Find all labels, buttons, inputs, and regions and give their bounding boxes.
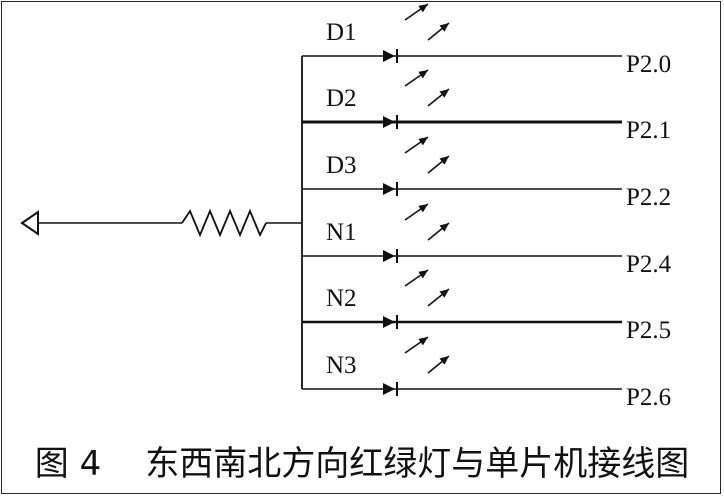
diode-d1-icon	[383, 50, 395, 62]
diode-n2-icon	[383, 316, 395, 328]
resistor-icon	[181, 208, 267, 238]
pin-label-d2: P2.1	[626, 117, 671, 144]
pin-label-n2: P2.5	[626, 317, 671, 344]
pin-label-n1: P2.4	[626, 251, 672, 278]
light-arrow-lower-d3-head	[439, 156, 449, 165]
light-arrow-lower-d1-head	[439, 23, 449, 32]
pin-label-n3: P2.6	[626, 384, 671, 411]
pin-label-d1: P2.0	[626, 51, 671, 78]
light-arrow-upper-n3-head	[418, 337, 428, 346]
light-arrow-upper-n1-head	[418, 204, 428, 213]
diode-n1-icon	[383, 250, 395, 262]
diode-d2-icon	[383, 116, 395, 128]
diode-d3-icon	[383, 183, 395, 195]
light-arrow-upper-d3-head	[418, 137, 428, 146]
ground-symbol-icon	[20, 210, 39, 236]
light-arrow-lower-n3-head	[439, 356, 449, 365]
figure-caption: 图 4 东西南北方向红绿灯与单片机接线图	[0, 432, 724, 488]
light-arrow-lower-n1-head	[439, 223, 449, 232]
caption-title: 东西南北方向红绿灯与单片机接线图	[145, 443, 690, 484]
light-arrow-upper-d2-head	[418, 70, 428, 79]
led-label-d3: D3	[326, 152, 357, 179]
pin-label-d3: P2.2	[626, 184, 671, 211]
light-arrow-upper-n2-head	[418, 270, 428, 279]
diode-n3-icon	[383, 383, 395, 395]
light-arrow-lower-n2-head	[439, 289, 449, 298]
light-arrow-upper-d1-head	[418, 4, 428, 13]
led-label-n1: N1	[326, 219, 357, 246]
led-label-n3: N3	[326, 352, 357, 379]
led-label-n2: N2	[326, 285, 357, 312]
caption-number: 图 4	[34, 443, 102, 484]
led-label-d1: D1	[326, 19, 357, 46]
light-arrow-lower-d2-head	[439, 89, 449, 98]
led-label-d2: D2	[326, 85, 357, 112]
